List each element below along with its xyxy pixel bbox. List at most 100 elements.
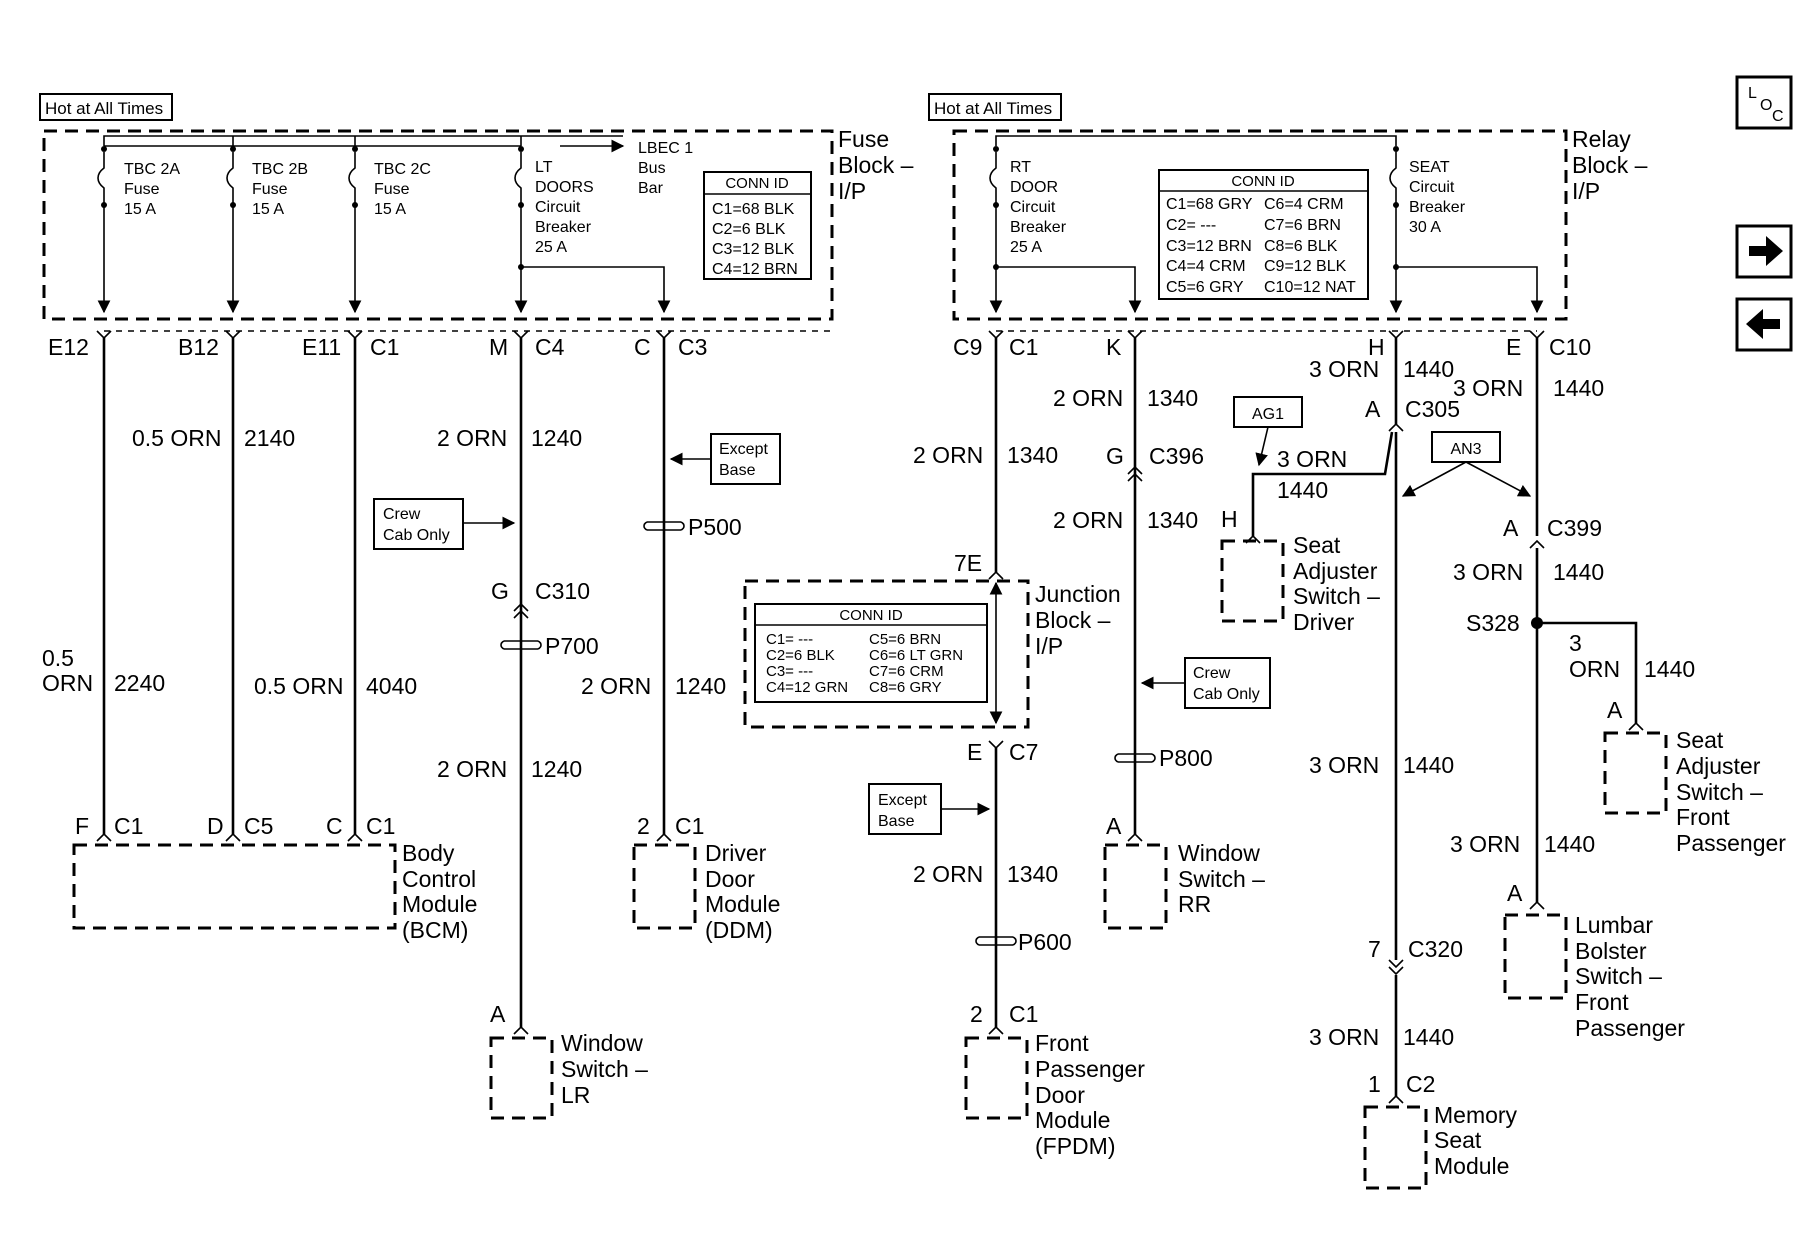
- conn-id-relay-right-1: C6=4 CRM: [1264, 196, 1344, 213]
- ddm-name-4: (DDM): [705, 917, 773, 943]
- label-s328: S328: [1466, 610, 1520, 636]
- rt-breaker-label-4: Breaker: [1010, 219, 1067, 236]
- pass-through-p500: P500: [643, 514, 742, 540]
- lt-doors-breaker-symbol: [514, 146, 671, 314]
- pin-h: H: [1368, 334, 1385, 360]
- conn-id-table-junction: [754, 603, 988, 703]
- loc-letter-c: C: [1772, 108, 1784, 125]
- memory-name-1: Memory: [1434, 1102, 1518, 1128]
- conn-id-relay-left-3: C3=12 BRN: [1166, 238, 1252, 255]
- right-wires: [1251, 338, 1638, 1096]
- pin-e-c7: E: [967, 739, 982, 765]
- ref-ag1: AG1: [1233, 396, 1303, 467]
- gauge-1240-b: 2 ORN: [437, 756, 507, 782]
- conn-id-relay-left-2: C2= ---: [1166, 217, 1216, 234]
- fpdm-name-4: Module: [1035, 1107, 1110, 1133]
- seat-driver-pin-h: H: [1221, 506, 1238, 532]
- circuit-1440-h: 1440: [1403, 1024, 1454, 1050]
- lbec-label-1: LBEC 1: [638, 140, 693, 157]
- gauge-1440-h: 3 ORN: [1309, 1024, 1379, 1050]
- conn-id-fuse-title: CONN ID: [725, 175, 789, 192]
- gauge-1440-a: 3 ORN: [1309, 356, 1379, 382]
- rr-name-3: RR: [1178, 891, 1211, 917]
- conn-id-relay-right-2: C7=6 BRN: [1264, 217, 1341, 234]
- bcm-pin-d: D: [207, 813, 224, 839]
- fuse-2c-label-3: 15 A: [374, 201, 406, 218]
- ref-an3: AN3: [1401, 431, 1532, 497]
- rt-breaker-label-3: Circuit: [1010, 199, 1056, 216]
- junction-block-label-1: Junction: [1035, 581, 1121, 607]
- ddm-name-2: Door: [705, 866, 755, 892]
- loc-letter-o: O: [1760, 97, 1772, 114]
- circuit-1240-a: 1240: [531, 425, 582, 451]
- gauge-1440-e-2: ORN: [1569, 656, 1620, 682]
- gauge-1440-f: 3 ORN: [1309, 752, 1379, 778]
- ddm-name-3: Module: [705, 891, 780, 917]
- lt-breaker-label-4: Breaker: [535, 219, 592, 236]
- relay-block: Hot at All Times Relay Block – I/P RT DO…: [928, 93, 1648, 321]
- bcm-pin-f: F: [75, 813, 89, 839]
- hot-label-right: Hot at All Times: [934, 99, 1052, 118]
- fuse-block-label-3: I/P: [838, 178, 866, 204]
- label-p600: P600: [1018, 929, 1072, 955]
- fuse-block-outline: [42, 129, 834, 321]
- component-window-switch-rr: A Window Switch – RR: [1103, 813, 1265, 930]
- middle-wires: [989, 338, 1137, 1027]
- fpdm-pin-2: 2: [970, 1001, 983, 1027]
- conn-id-junction-left-3: C3= ---: [766, 663, 813, 680]
- fuse-block: Hot at All Times Fuse Block – I/P: [39, 93, 914, 321]
- conn-id-junction-right-4: C8=6 GRY: [869, 679, 942, 696]
- circuit-1340-d: 1340: [1147, 507, 1198, 533]
- conn-id-relay-left-1: C1=68 GRY: [1166, 196, 1253, 213]
- splice-s328: [1531, 617, 1543, 629]
- fpdm-name-5: (FPDM): [1035, 1133, 1115, 1159]
- label-c7: C7: [1009, 739, 1038, 765]
- fuse-2a-label-3: 15 A: [124, 201, 156, 218]
- pass-through-p600: P600: [975, 929, 1072, 955]
- gauge-1340-b: 2 ORN: [913, 861, 983, 887]
- circuit-1440-c: 1440: [1277, 477, 1328, 503]
- pin-c9: C9: [953, 334, 982, 360]
- loc-button[interactable]: L O C: [1735, 75, 1793, 130]
- circuit-1440-a: 1440: [1403, 356, 1454, 382]
- option-crew-cab-left: Crew Cab Only: [373, 498, 516, 550]
- lr-name-3: LR: [561, 1082, 590, 1108]
- component-memory-seat-module: 1 C2 Memory Seat Module: [1363, 1071, 1518, 1190]
- junction-block-label-3: I/P: [1035, 633, 1063, 659]
- ref-an3-label: AN3: [1450, 441, 1481, 458]
- lumbar-name-2: Bolster: [1575, 938, 1647, 964]
- right-arrow-icon: [1749, 236, 1783, 266]
- pin-c: C: [634, 334, 651, 360]
- circuit-2240: 2240: [114, 670, 165, 696]
- circuit-1340-a: 1340: [1007, 442, 1058, 468]
- junction-block-outline: [743, 579, 1030, 729]
- lr-pin-a: A: [490, 1001, 506, 1027]
- component-bcm: F C1 D C5 C C1 Body Control Module (BCM): [72, 813, 477, 943]
- circuit-1440-b: 1440: [1553, 375, 1604, 401]
- gauge-2240-2: ORN: [42, 670, 93, 696]
- circuit-1240-c: 1240: [675, 673, 726, 699]
- rr-name-2: Switch –: [1178, 866, 1265, 892]
- fuse-block-label-1: Fuse: [838, 126, 889, 152]
- seat-passenger-name-1: Seat: [1676, 727, 1724, 753]
- bcm-name-2: Control: [402, 866, 476, 892]
- seat-breaker-label-3: Breaker: [1409, 199, 1466, 216]
- connector-c320: 7 C320: [1368, 936, 1463, 976]
- seat-passenger-pin-a: A: [1607, 697, 1623, 723]
- component-fpdm: 2 C1 Front Passenger Door Module (FPDM): [964, 1001, 1145, 1159]
- loc-letter-l: L: [1748, 85, 1757, 102]
- circuit-4040: 4040: [366, 673, 417, 699]
- seat-breaker-label-1: SEAT: [1409, 159, 1450, 176]
- ddm-name-1: Driver: [705, 840, 767, 866]
- except-base-right-line-2: Base: [878, 813, 915, 830]
- seat-passenger-name-2: Adjuster: [1676, 753, 1761, 779]
- next-page-button[interactable]: [1735, 224, 1793, 279]
- circuit-1340-b: 1340: [1007, 861, 1058, 887]
- fuse-symbol-2b: [226, 146, 240, 314]
- connector-c396: G C396: [1106, 443, 1204, 482]
- pin-c1-fuse: C1: [370, 334, 399, 360]
- gauge-1340-d: 2 ORN: [1053, 507, 1123, 533]
- prev-page-button[interactable]: [1735, 297, 1793, 352]
- gauge-2140: 0.5 ORN: [132, 425, 221, 451]
